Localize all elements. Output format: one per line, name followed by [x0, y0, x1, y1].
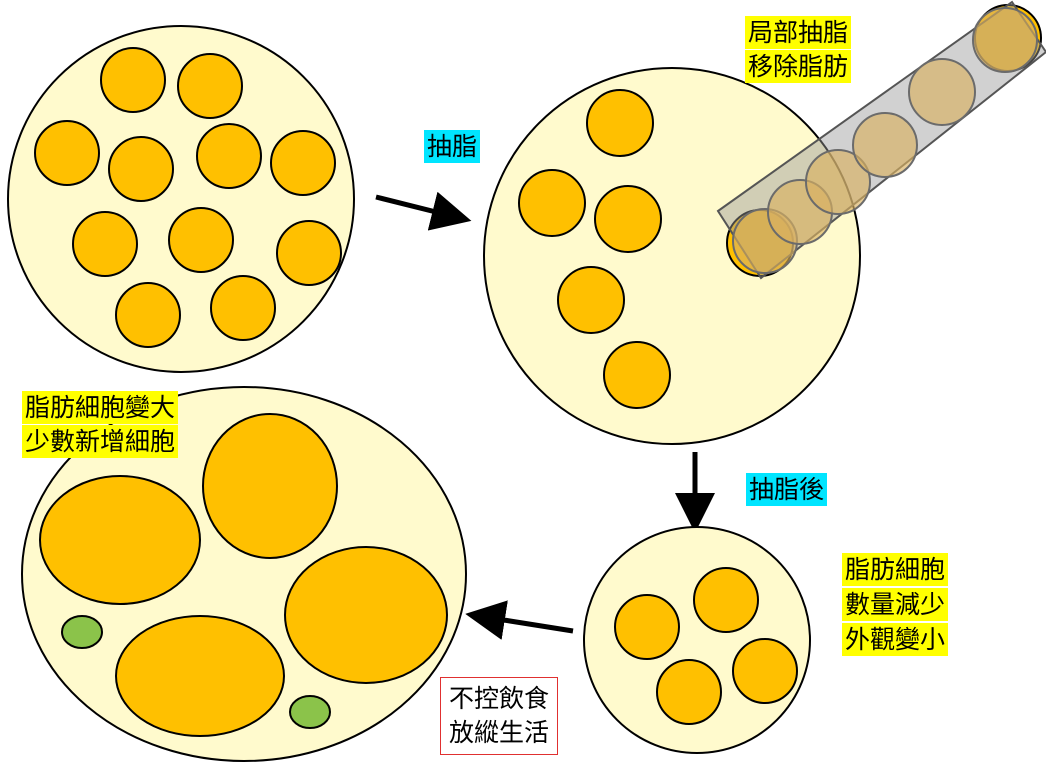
new-fat-cell: [61, 615, 103, 649]
fat-cell: [100, 47, 166, 113]
enlarged-fat-cell: [115, 615, 285, 737]
rebound-result-line2: 少數新增細胞: [22, 425, 179, 458]
fat-cell: [586, 89, 654, 157]
new-fat-cell: [289, 695, 331, 729]
fat-cell: [210, 275, 276, 341]
after-result-line2: 數量減少: [842, 588, 949, 621]
fat-cell: [656, 659, 722, 725]
step-after-liposuction-label: 抽脂後: [746, 473, 828, 506]
liposuction-tag-line1: 局部抽脂: [745, 16, 852, 49]
after-result-line3: 外觀變小: [842, 623, 949, 656]
rebound-result-line1: 脂肪細胞變大: [22, 391, 179, 424]
enlarged-fat-cell: [39, 475, 201, 605]
fat-cell: [72, 211, 138, 277]
fat-cell: [276, 220, 342, 286]
extracted-fat-cell: [972, 7, 1038, 73]
original-tissue: [7, 25, 355, 373]
rebound-tissue: [21, 386, 467, 762]
after-tissue: [583, 526, 811, 754]
enlarged-fat-cell: [284, 546, 448, 684]
fat-cell: [594, 185, 662, 253]
fat-cell: [557, 266, 625, 334]
liposuction-tag-line2: 移除脂肪: [745, 50, 852, 83]
fat-cell: [34, 120, 100, 186]
fat-cell: [518, 169, 586, 237]
enlarged-fat-cell: [202, 413, 338, 559]
fat-cell: [614, 594, 680, 660]
extracted-fat-cell: [805, 149, 871, 215]
extracted-fat-cell: [908, 58, 976, 126]
fat-cell: [177, 53, 243, 119]
step-liposuction-label: 抽脂: [424, 130, 481, 163]
tissue-boundary: [7, 25, 355, 373]
fat-cell: [270, 130, 336, 196]
fat-cell: [115, 282, 181, 348]
liposuction-tissue: [483, 0, 1046, 445]
arrow-to-liposuction: [375, 191, 472, 231]
arrow-to-rebound: [465, 600, 574, 640]
fat-cell: [196, 123, 262, 189]
fat-cell: [732, 638, 798, 704]
fat-cell: [603, 341, 671, 409]
cannula: [716, 0, 1046, 280]
cause-line1: 不控飲食: [449, 684, 550, 713]
fat-cell: [168, 207, 234, 273]
fat-cell: [108, 136, 174, 202]
after-result-line1: 脂肪細胞: [842, 553, 949, 586]
cause-box: 不控飲食 放縱生活: [440, 677, 559, 755]
tissue-boundary: [483, 67, 861, 445]
fat-cell: [693, 567, 759, 633]
cause-line2: 放縱生活: [449, 718, 550, 747]
extracted-fat-cell: [852, 112, 918, 178]
